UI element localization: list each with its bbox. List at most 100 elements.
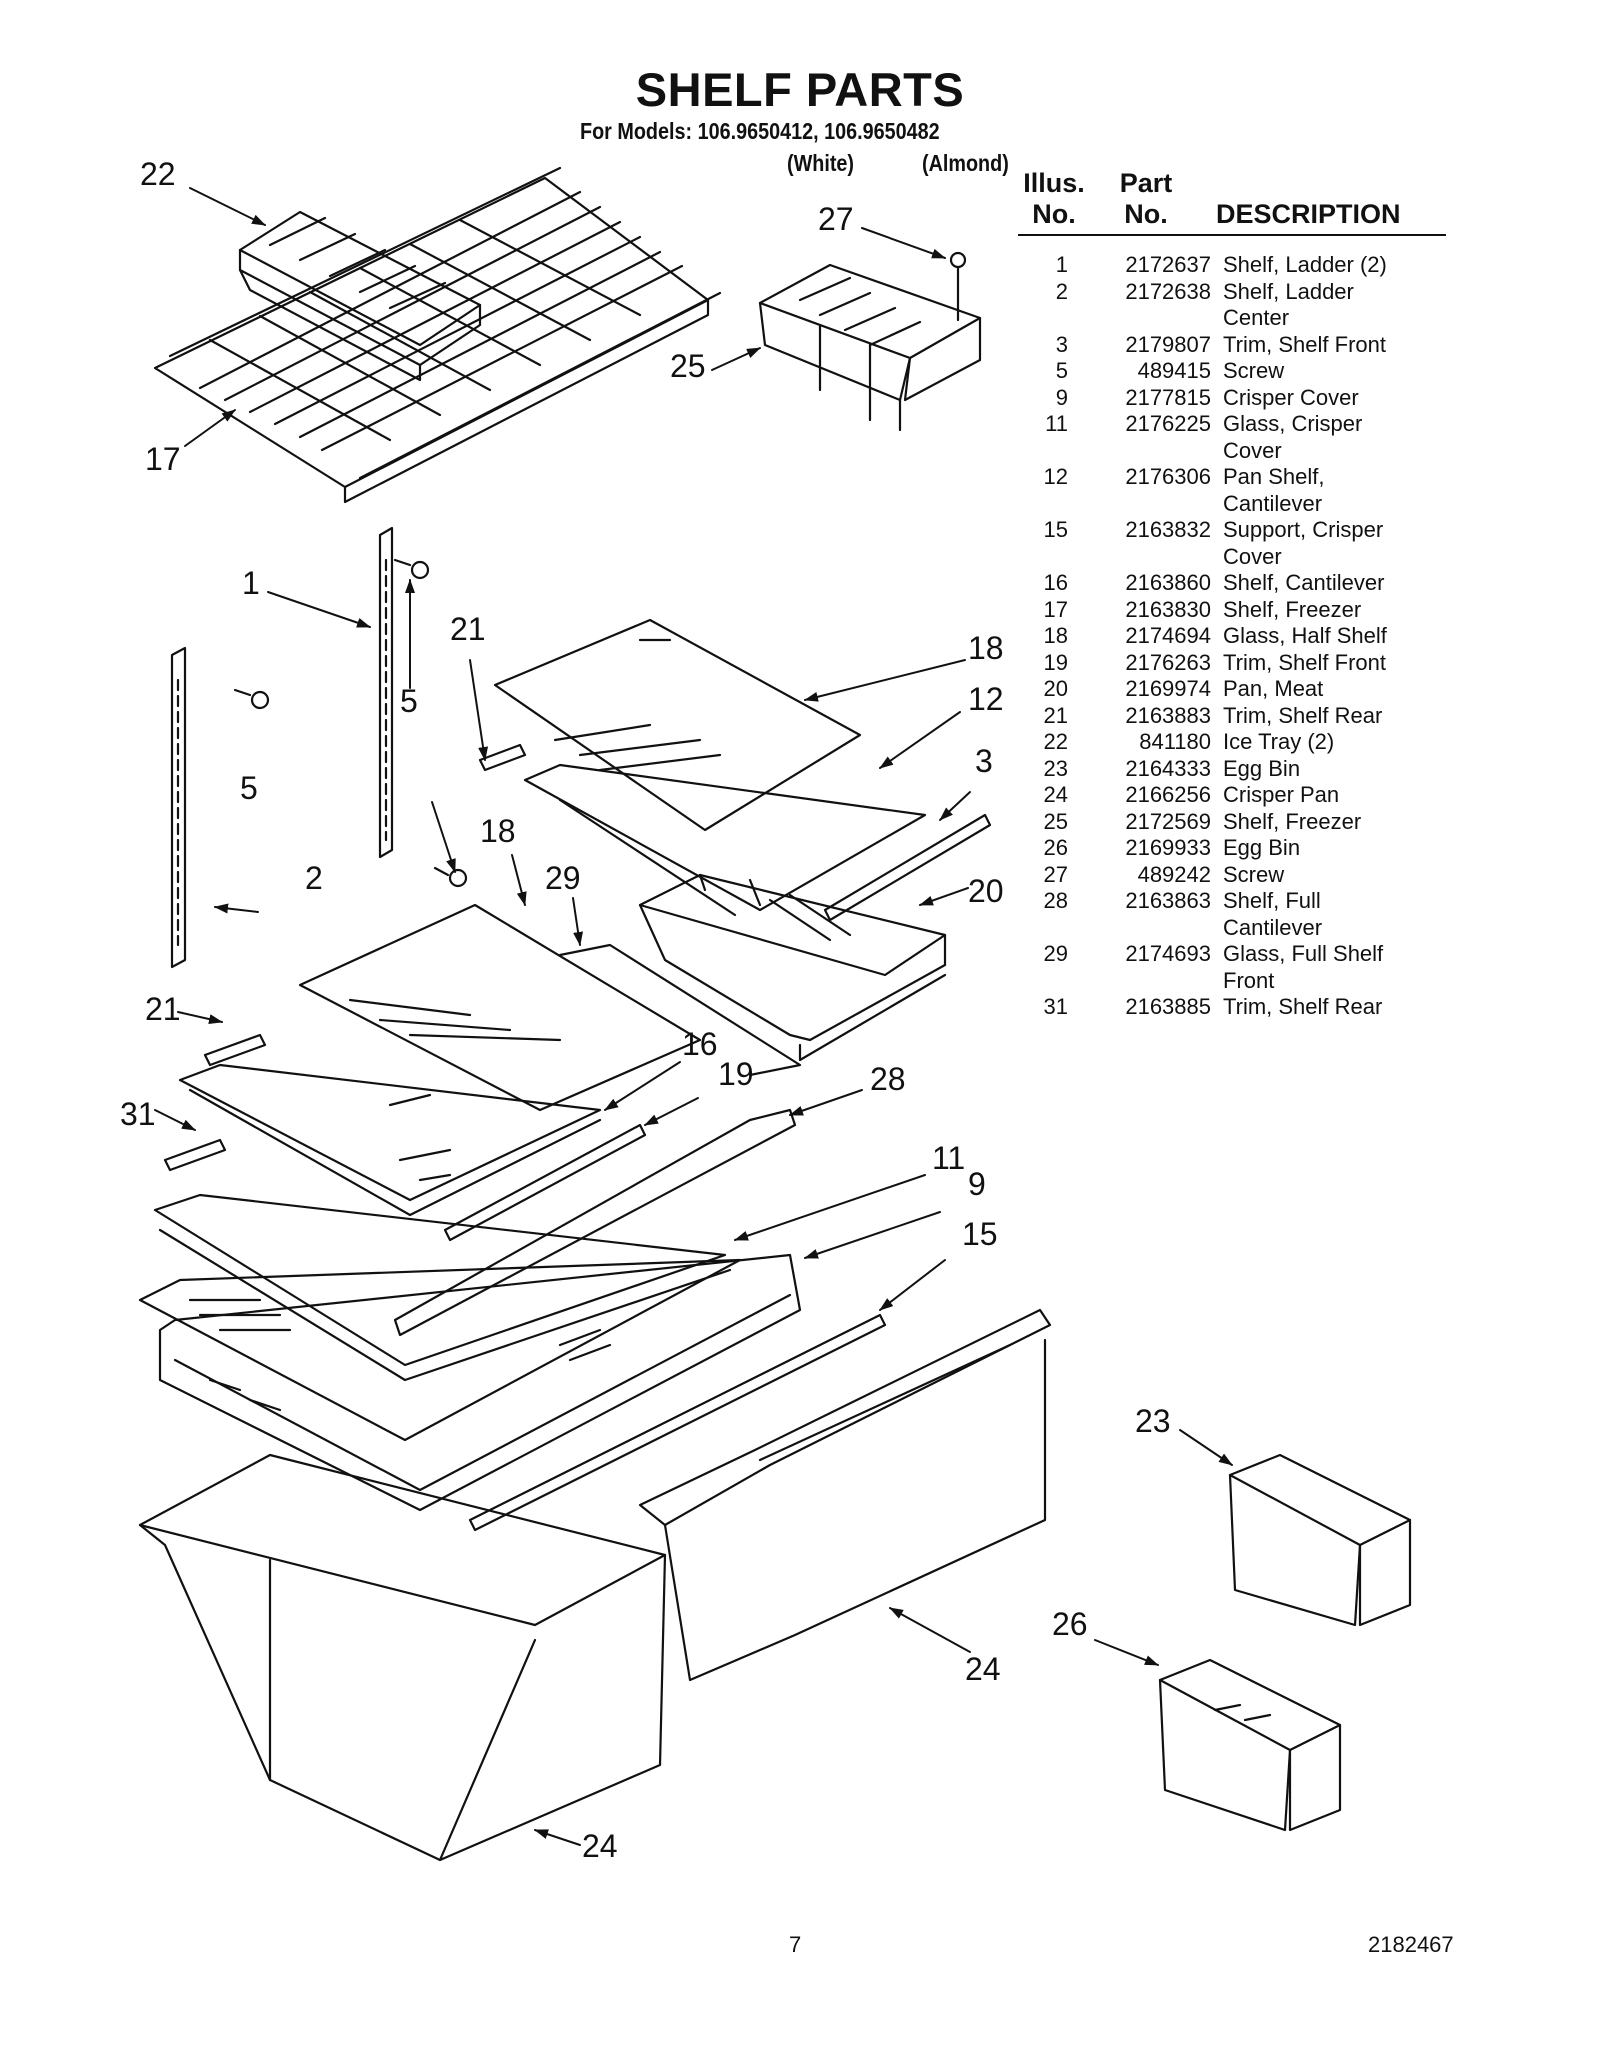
part-number: 2179807 — [1125, 331, 1211, 357]
part-number: 2172569 — [1125, 808, 1211, 834]
full-shelf-glass-29 — [558, 943, 802, 1077]
egg-bin-23 — [1228, 1453, 1412, 1627]
screw-5-lower — [433, 866, 468, 888]
part-description: Glass, Full Shelf Front — [1223, 941, 1384, 993]
illus-number: 23 — [1043, 755, 1068, 781]
trim-shelf-rear-21a — [478, 743, 527, 772]
part-number: 2163863 — [1125, 888, 1211, 913]
illus-number: 18 — [1043, 623, 1068, 648]
illus-number: 28 — [1043, 888, 1068, 913]
ice-tray — [238, 210, 482, 382]
part-number: 2177815 — [1125, 384, 1211, 410]
callout-29: 29 — [545, 860, 581, 896]
table-row: 26 2169933 Egg Bin — [1018, 835, 1448, 862]
callout-11: 11 — [932, 1140, 966, 1176]
part-number: 2163830 — [1125, 596, 1211, 622]
part-number: 2164333 — [1125, 755, 1211, 781]
variant-white-label: (White) — [787, 150, 855, 176]
models-subtitle: For Models: 106.9650412, 106.9650482 — [580, 118, 940, 144]
part-description: Screw — [1223, 358, 1285, 383]
egg-bin-26 — [1158, 1658, 1342, 1832]
page-title: SHELF PARTS — [635, 63, 965, 116]
header-rule — [1018, 234, 1446, 236]
part-description: Egg Bin — [1223, 835, 1301, 860]
crisper-cover-frame — [158, 1253, 802, 1512]
part-description: Shelf, Ladder (2) — [1223, 252, 1387, 277]
callout-23: 23 — [1135, 1403, 1171, 1439]
table-row: 18 2174694 Glass, Half Shelf — [1018, 623, 1448, 650]
callout-21-upper: 21 — [450, 611, 486, 647]
part-description: Shelf, Freezer — [1223, 808, 1362, 834]
illus-number: 29 — [1043, 941, 1068, 966]
part-number: 2176263 — [1125, 649, 1211, 675]
callout-9: 9 — [968, 1166, 986, 1202]
illus-number: 22 — [1043, 729, 1068, 754]
illus-number: 3 — [1055, 331, 1068, 357]
part-number: 2172637 — [1125, 252, 1211, 277]
part-number: 2174694 — [1125, 623, 1211, 648]
pan-shelf-cantilever — [523, 763, 927, 917]
illus-number: 12 — [1043, 464, 1068, 489]
part-description: Shelf, Freezer — [1223, 596, 1362, 622]
part-description: Trim, Shelf Rear — [1223, 994, 1383, 1019]
part-description: Pan Shelf, Cantilever — [1223, 464, 1325, 516]
part-number: 2163860 — [1125, 570, 1211, 595]
half-shelf-glass-upper — [493, 618, 862, 832]
leader-lines — [154, 187, 1233, 1846]
part-number: 841180 — [1139, 729, 1211, 754]
callout-28: 28 — [870, 1061, 906, 1097]
callout-16: 16 — [682, 1026, 718, 1062]
callout-19: 19 — [718, 1056, 754, 1092]
illus-number: 26 — [1043, 835, 1068, 860]
illus-number: 31 — [1043, 994, 1068, 1019]
trim-shelf-front-3 — [823, 813, 992, 922]
illus-number: 25 — [1043, 808, 1068, 834]
screw-5-middle — [233, 688, 270, 710]
callout-24-left: 24 — [582, 1828, 618, 1864]
meat-pan — [638, 873, 947, 1062]
part-description: Glass, Crisper Cover — [1223, 411, 1363, 463]
trim-shelf-rear-21b — [203, 1033, 267, 1067]
crisper-pan-right — [638, 1308, 1052, 1682]
part-number: 2169974 — [1125, 676, 1211, 701]
column-header-part: Part No. — [1119, 168, 1173, 229]
part-number: 2163832 — [1125, 517, 1211, 542]
part-number: 489242 — [1137, 861, 1211, 887]
callout-27: 27 — [818, 201, 854, 237]
callout-18-lower: 18 — [480, 813, 516, 849]
screw-5-upper — [393, 558, 430, 580]
illus-number: 19 — [1043, 649, 1068, 675]
callout-1: 1 — [242, 565, 260, 601]
part-description: Crisper Cover — [1223, 384, 1359, 410]
part-description: Shelf, Cantilever — [1223, 570, 1385, 595]
callout-15: 15 — [962, 1216, 998, 1252]
callout-24-right: 24 — [965, 1651, 1001, 1687]
part-number: 2169933 — [1125, 835, 1211, 860]
screw-27 — [949, 251, 967, 322]
part-description: Shelf, Ladder Center — [1223, 278, 1354, 331]
callout-5-left: 5 — [240, 770, 258, 806]
part-description: Glass, Half Shelf — [1223, 623, 1387, 648]
illus-number: 27 — [1043, 861, 1068, 887]
illus-number: 5 — [1055, 358, 1068, 383]
illus-number: 17 — [1043, 596, 1068, 622]
part-number: 2174693 — [1125, 941, 1211, 966]
callout-12: 12 — [968, 681, 1004, 717]
part-number: 2176225 — [1125, 411, 1211, 436]
part-description: Screw — [1223, 861, 1285, 887]
part-description: Trim, Shelf Rear — [1223, 702, 1383, 728]
